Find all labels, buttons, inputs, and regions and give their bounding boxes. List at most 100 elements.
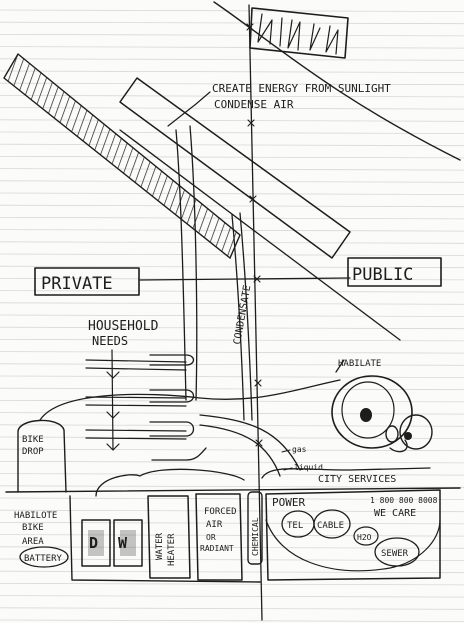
dryer-unit: D (81, 519, 111, 567)
solar-collector-box (249, 7, 349, 59)
ruled-line (0, 143, 464, 147)
ruled-line (0, 595, 464, 598)
bike-area-line2: BIKE (22, 523, 44, 533)
private-public-line (139, 277, 351, 281)
ruled-lines (0, 9, 464, 622)
diagonal-line (119, 129, 401, 341)
bike-area-line3: AREA (22, 537, 44, 547)
house-pipe-comb (149, 354, 207, 461)
ruled-line (0, 155, 464, 159)
forced-air-line1: FORCED (204, 507, 237, 517)
services-loop (265, 519, 441, 572)
ruled-line (0, 460, 464, 464)
public-box (347, 257, 442, 287)
ruled-line (0, 558, 464, 561)
power-label: POWER (272, 496, 305, 509)
services-block: POWER TEL CABLE 1 800 800 8008 WE CARE H… (265, 489, 441, 581)
ruled-line (0, 192, 464, 195)
bike-drop-shelter (17, 419, 67, 493)
condensate-pipe-right (189, 125, 198, 401)
ruled-line (0, 168, 464, 171)
sewer-label: SEWER (381, 549, 409, 559)
condensate-line-a (231, 214, 245, 421)
ruled-line (0, 363, 464, 366)
annotation-leader (167, 91, 211, 127)
ruled-line (0, 34, 464, 37)
ruled-line (0, 302, 464, 305)
ruled-line (0, 95, 464, 98)
h2o-outline (353, 526, 379, 546)
ruled-line (0, 314, 464, 317)
loop-line (39, 379, 341, 421)
ruled-line (0, 46, 464, 49)
ruled-line (0, 619, 464, 622)
hatched-band (3, 52, 241, 260)
cable-outline (313, 509, 351, 539)
annotation-line2: CONDENSE AIR (214, 98, 294, 111)
phone-line1: 1 800 800 8008 (370, 496, 438, 505)
ruled-line (0, 546, 464, 549)
ruled-line (0, 82, 464, 86)
bike-area-line1: HABILOTE (14, 511, 57, 521)
ruled-line (0, 570, 464, 574)
tel-label: TEL (287, 521, 303, 531)
ruled-line (0, 290, 464, 293)
ruled-line (0, 21, 464, 25)
ruled-line (0, 204, 464, 208)
ground-line (5, 487, 461, 493)
pipe-to-services (199, 414, 301, 471)
bike-drop-line2: DROP (22, 447, 44, 457)
ruled-line (0, 387, 464, 391)
ruled-line (0, 448, 464, 452)
ruled-line (0, 424, 464, 427)
liquid-label: liquid (294, 463, 323, 472)
ruled-line (0, 485, 464, 488)
condensate-pipe-left (175, 129, 187, 401)
chemical-unit: CHEMICAL (247, 491, 263, 565)
forced-air-line3: OR (206, 533, 216, 542)
sky-curve (213, 1, 461, 161)
city-services-line (261, 467, 431, 479)
ruled-line (0, 70, 464, 73)
cable-label: CABLE (317, 521, 344, 531)
household-needs-line2: NEEDS (92, 334, 128, 348)
ruled-line (0, 351, 464, 354)
h2o-label: H2O (357, 533, 372, 542)
condensate-label: CONDENSATE (232, 284, 253, 345)
ruled-line (0, 607, 464, 610)
property-line-ticks (246, 23, 263, 447)
ruled-line (0, 436, 464, 439)
pipe-to-services-2 (199, 424, 281, 477)
water-heater-unit: WATER HEATER (147, 495, 191, 579)
ruled-line (0, 522, 464, 525)
ruled-line (0, 509, 464, 513)
public-label: PUBLIC (352, 265, 413, 285)
private-label: PRIVATE (41, 274, 113, 294)
private-box (34, 267, 140, 296)
bike-drop-line1: BIKE (22, 435, 44, 445)
dryer-label: D (89, 534, 98, 552)
washer-unit: W (113, 519, 143, 567)
ruled-line (0, 131, 464, 134)
city-services-label: CITY SERVICES (318, 474, 396, 485)
household-needs-line1: HOUSEHOLD (88, 319, 159, 334)
condensate-line-b (239, 212, 253, 421)
household-arrow-lines (85, 349, 187, 451)
water-heater-line2: HEATER (167, 533, 177, 566)
ruled-line (0, 497, 464, 500)
basement-pipe-top (95, 468, 245, 497)
annotation-line1: CREATE ENERGY FROM SUNLIGHT (212, 82, 391, 95)
ruled-line (0, 180, 464, 183)
basement-wall (69, 495, 261, 583)
gas-label: gas (292, 445, 307, 454)
ruled-line (0, 338, 464, 342)
habilate-label: HABILATE (338, 359, 381, 369)
ruled-line (0, 265, 464, 269)
habilate-pod (331, 375, 433, 453)
condenser-panel (119, 77, 351, 259)
habilate-leader (335, 359, 345, 373)
forced-air-line2: AIR (206, 520, 223, 530)
ruled-line (0, 58, 464, 61)
chemical-label: CHEMICAL (251, 517, 260, 556)
